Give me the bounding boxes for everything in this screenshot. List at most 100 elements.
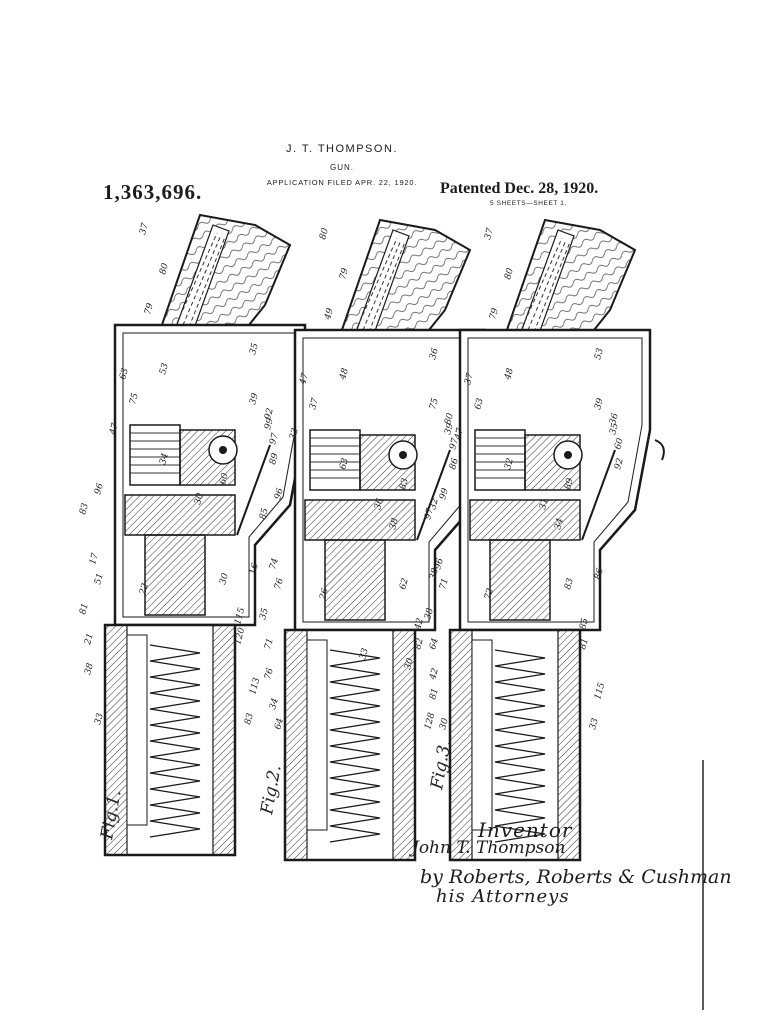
reference-numeral: 97	[448, 437, 461, 451]
reference-numeral: 22	[138, 582, 151, 597]
reference-numeral: 76	[263, 667, 276, 681]
reference-numeral: 34	[553, 517, 566, 531]
reference-numeral: 38	[388, 517, 401, 531]
reference-numeral: 96	[93, 482, 106, 496]
reference-numeral: 86	[593, 567, 606, 581]
reference-numeral: 64	[428, 637, 441, 651]
reference-numeral: 75	[428, 397, 441, 411]
reference-numeral: 47	[298, 372, 311, 387]
reference-numeral: 81	[428, 687, 441, 701]
reference-numeral: 38	[83, 662, 96, 676]
reference-numeral: 36	[373, 497, 386, 511]
reference-numeral: 63	[118, 367, 131, 381]
reference-numeral: 72	[483, 587, 496, 601]
reference-numeral: 79	[143, 302, 156, 316]
reference-numeral: 81	[78, 602, 91, 616]
reference-numeral: 81	[578, 637, 591, 651]
reference-numeral: 38	[428, 567, 441, 581]
reference-numeral: 92	[263, 407, 276, 421]
reference-numeral: 79	[338, 267, 351, 281]
reference-numeral: 48	[338, 367, 351, 382]
reference-numeral: 51	[93, 572, 106, 586]
reference-numeral: 30	[438, 717, 451, 731]
reference-numeral: 97	[268, 432, 281, 446]
attorneys-label: his Attorneys	[436, 886, 570, 907]
reference-numeral: 71	[263, 637, 276, 651]
reference-numeral: 83	[398, 477, 411, 491]
reference-numeral: 113	[248, 676, 262, 695]
figure-2-label: Fig.2.	[257, 763, 286, 816]
reference-numeral: 33	[358, 647, 371, 661]
reference-numeral: 37	[463, 372, 476, 386]
reference-numeral: 60	[613, 437, 626, 451]
reference-numeral: 36	[608, 412, 621, 426]
reference-numeral: 99	[263, 417, 276, 431]
reference-numeral: 80	[318, 227, 331, 241]
reference-numeral: 47	[453, 427, 466, 442]
patent-title: GUN.	[330, 163, 354, 172]
reference-numeral: 37	[138, 222, 151, 236]
reference-numeral: 37	[483, 227, 496, 241]
reference-numeral: 37	[308, 397, 321, 411]
inventor-label: Inventor	[478, 818, 573, 842]
reference-numeral: 83	[563, 577, 576, 591]
reference-numeral: 74	[268, 557, 281, 571]
reference-numeral: 39	[248, 392, 261, 406]
reference-numeral: 17	[88, 552, 101, 566]
reference-numeral: 48	[503, 367, 516, 382]
reference-numeral: 21	[83, 632, 96, 647]
sheet-count: 5 SHEETS—SHEET 1.	[490, 200, 567, 207]
reference-numeral: 30	[403, 657, 416, 671]
reference-numeral: 92	[613, 457, 626, 471]
reference-numeral: 115	[233, 606, 247, 625]
reference-numeral: 26	[318, 587, 331, 602]
reference-numeral: 38	[423, 607, 436, 621]
reference-numeral: 63	[338, 457, 351, 471]
reference-numeral: 76	[273, 577, 286, 591]
reference-numeral: 85	[578, 617, 591, 631]
reference-numeral: 34	[268, 697, 281, 711]
reference-numeral: 64	[273, 717, 286, 731]
patent-date: Patented Dec. 28, 1920.	[440, 180, 599, 197]
reference-numeral: 79	[488, 307, 501, 321]
reference-numeral: 96	[273, 487, 286, 501]
reference-numeral: 63	[473, 397, 486, 411]
reference-numeral: 120	[233, 626, 247, 645]
reference-numeral: 34	[158, 452, 171, 466]
reference-numeral: 47	[108, 422, 121, 437]
reference-numeral: 62	[398, 577, 411, 591]
reference-numeral: 128	[423, 711, 437, 730]
reference-numeral: 31	[538, 497, 551, 511]
reference-numeral: 115	[593, 681, 607, 700]
reference-numeral: 71	[438, 577, 451, 591]
reference-numeral: 82	[413, 637, 426, 651]
patent-number: 1,363,696.	[103, 180, 203, 204]
attorney-signature: by Roberts, Roberts & Cushman	[420, 866, 732, 888]
reference-numeral: 85	[258, 507, 271, 521]
reference-numeral: 89	[563, 477, 576, 491]
reference-numeral: 99	[438, 487, 451, 501]
reference-numeral: 60	[218, 472, 231, 486]
reference-numeral: 39	[593, 397, 606, 411]
reference-numeral: 96	[433, 557, 446, 571]
reference-numeral: 53	[158, 362, 171, 376]
reference-numeral: 35	[608, 422, 621, 436]
reference-numeral: 32	[503, 457, 516, 471]
reference-numeral: 33	[288, 427, 301, 441]
reference-numeral: 75	[128, 392, 141, 406]
reference-numeral: 53	[593, 347, 606, 361]
reference-numeral: 80	[503, 267, 516, 281]
reference-numeral: 86	[448, 457, 461, 471]
reference-numeral: 33	[588, 717, 601, 731]
application-filed-date: APPLICATION FILED APR. 22, 1920.	[266, 178, 418, 187]
inventor-signature: John T. Thompson	[412, 838, 566, 858]
reference-numeral: 30	[193, 492, 206, 506]
reference-numeral: 80	[158, 262, 171, 276]
reference-numeral: 35	[248, 342, 261, 356]
reference-numeral: 35	[258, 607, 271, 621]
reference-numeral: 42	[413, 617, 426, 632]
